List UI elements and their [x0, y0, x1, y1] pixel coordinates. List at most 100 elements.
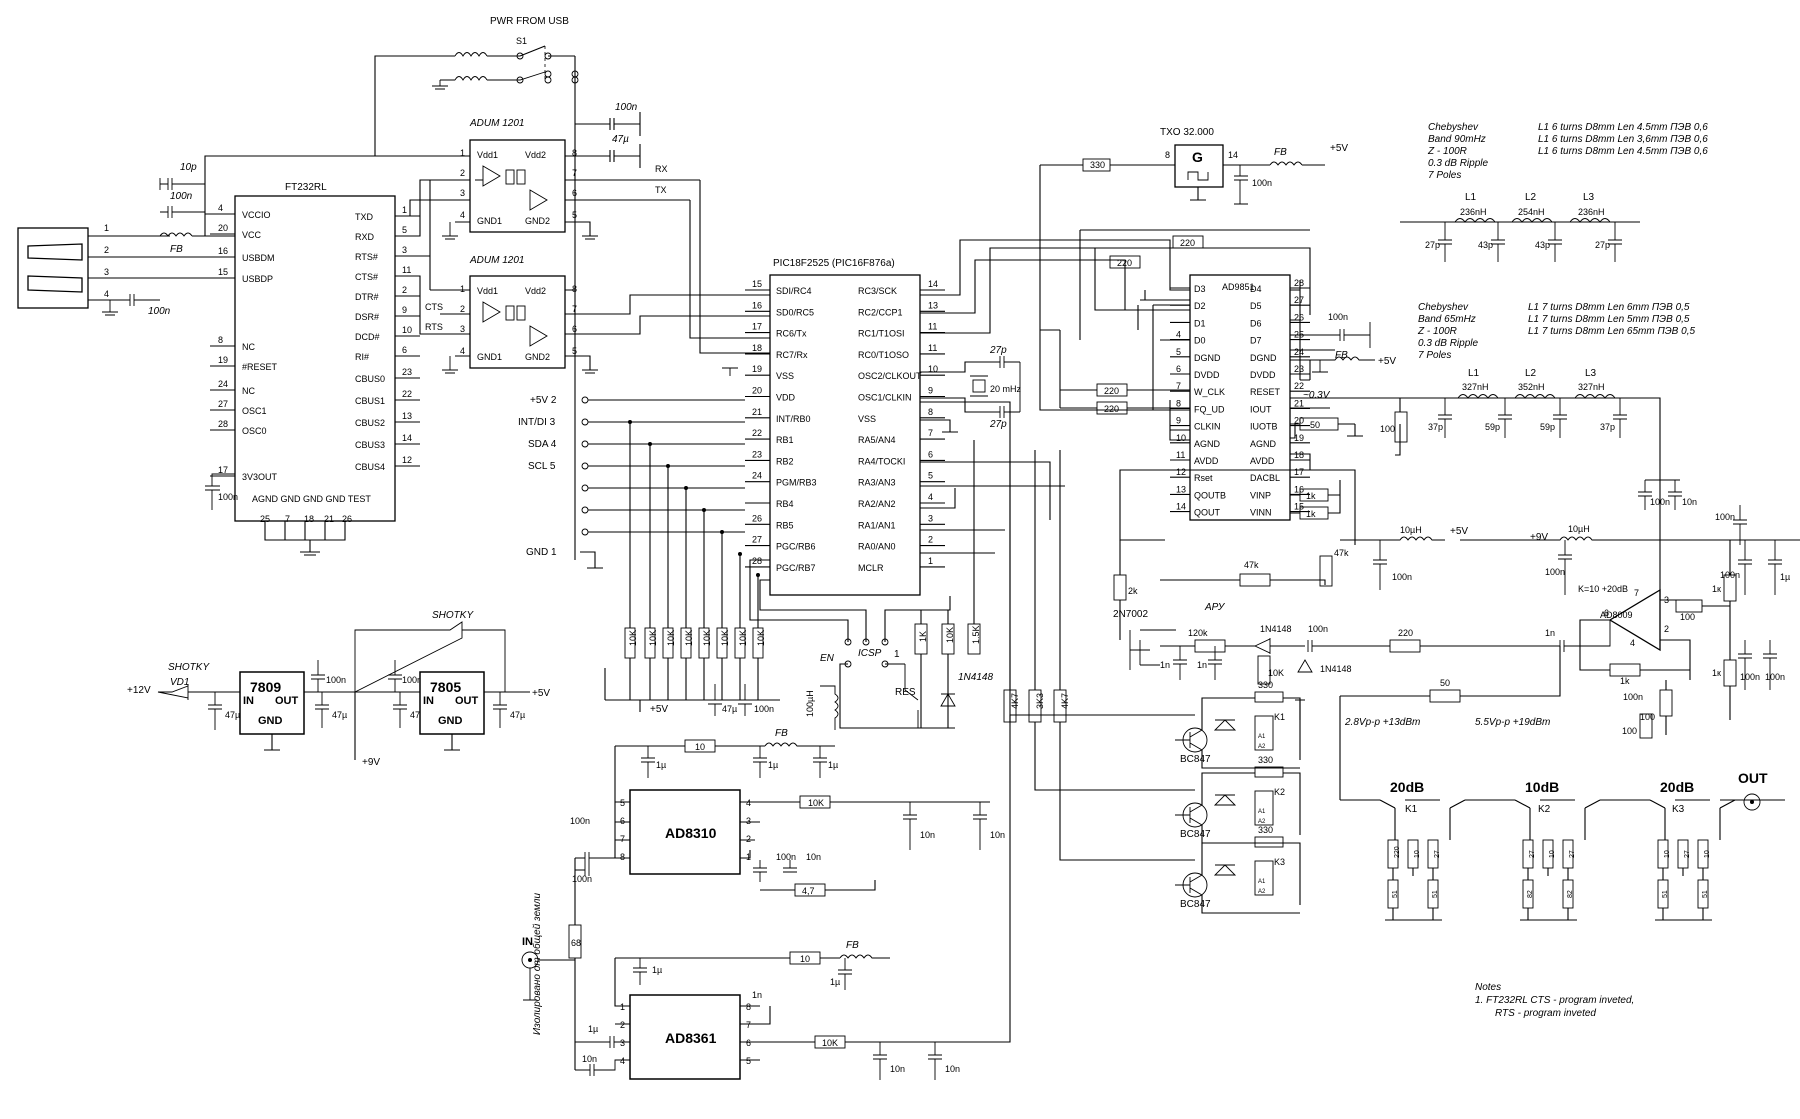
header-label-sda: SDA 4: [528, 439, 557, 450]
pic-rpin-num: 6: [928, 449, 933, 459]
ft232-rpin-name: CBUS2: [355, 418, 385, 428]
ad8310-p2: 2: [746, 834, 751, 844]
svg-text:5: 5: [572, 346, 577, 356]
pic-rpin-num: 11: [928, 322, 937, 332]
dds-lpin-num: 13: [1176, 484, 1186, 494]
f1-l3-val: 236nH: [1578, 207, 1605, 217]
relay-k-label: K3: [1274, 857, 1285, 867]
ft232-rpin-num: 9: [402, 305, 407, 315]
cap-8310-10n-a: 10n: [920, 830, 935, 840]
svg-text:7: 7: [572, 304, 577, 314]
dds-rpin-name: IUOTB: [1250, 422, 1278, 432]
v03-label: ~0.3V: [1303, 390, 1331, 401]
cap-100n-b: 100n: [170, 191, 193, 202]
pullup-resistor-label: 10K: [738, 630, 748, 646]
ft232-lpin-num: 28: [218, 419, 228, 429]
pullup-resistor-label: 10K: [720, 630, 730, 646]
dds-rpin-num: 19: [1294, 433, 1304, 443]
ft232-rpin-num: 10: [402, 325, 412, 335]
ad8009-p2: 2: [1664, 624, 1669, 634]
fb-txo: FB: [1274, 147, 1287, 158]
dds-lpin-name: DGND: [1194, 353, 1221, 363]
ft232-rpin-num: 14: [402, 433, 412, 443]
header-label-scl: SCL 5: [528, 461, 556, 472]
filter1-note: Z - 100R: [1427, 146, 1467, 157]
ft232-rpin-name: CBUS3: [355, 440, 385, 450]
reg7805-name: 7805: [430, 679, 461, 695]
cap-8310-1u-b: 1µ: [768, 760, 778, 770]
cap-ad8009-1n: 1n: [1545, 628, 1555, 638]
rf-input: IN Изолировано от общей земли: [521, 892, 575, 1035]
pic-rpin-num: 2: [928, 535, 933, 545]
ft232-lpin-name: #RESET: [242, 362, 278, 372]
ft232-rpin-num: 6: [402, 345, 407, 355]
ferrite-label: FB: [170, 244, 183, 255]
dds-lpin-name: D3: [1194, 284, 1206, 294]
dds-rpin-name: D7: [1250, 336, 1262, 346]
f2-l3-val: 327nH: [1578, 382, 1605, 392]
ad8310-p4: 4: [746, 798, 751, 808]
ad8009-amplifier: AD8009 K=10 +20dB 3 2 6 7 4 1n 1k 100 10…: [1339, 479, 1800, 800]
bc847-label: BC847: [1180, 899, 1211, 910]
cap-7809-47u: 47µ: [332, 710, 347, 720]
bc847-label: BC847: [1180, 829, 1211, 840]
header-label-int: INT/DI 3: [518, 417, 556, 428]
pic-rpin-name: OSC2/CLKOUT: [858, 371, 922, 381]
ad8361-p4: 4: [620, 1056, 625, 1066]
cap-usb-100n: 100n: [148, 306, 171, 317]
ft232-lpin-num: 24: [218, 379, 228, 389]
pullup-resistor-label: 10K: [628, 630, 638, 646]
attenuator-shunt-r: 51: [1662, 890, 1669, 898]
ft232-rpin-num: 1: [402, 205, 407, 215]
dds-lpin-name: AVDD: [1194, 456, 1219, 466]
pic-lpin-name: RB5: [776, 520, 794, 530]
dds-avdd-5v: +5V: [1450, 526, 1468, 537]
pic-rpin-num: 1: [928, 556, 933, 566]
adum-a-gnd2: GND2: [525, 216, 550, 226]
att-k3: K3: [1672, 804, 1685, 815]
f2-l1-val: 327nH: [1462, 382, 1489, 392]
cap-agc-100n: 100n: [1308, 624, 1328, 634]
cap-8361-1u-b: 1µ: [830, 977, 840, 987]
reg7805-out: OUT: [455, 695, 479, 707]
ft232-bpin-7: 7: [285, 514, 290, 524]
pic-lpin-num: 22: [752, 428, 762, 438]
pullup-resistor-label: 10K: [648, 630, 658, 646]
ad8310-p6: 6: [620, 816, 625, 826]
ft232-title: FT232RL: [285, 182, 327, 193]
reg7809-name: 7809: [250, 679, 281, 695]
dds-lpin-name: D0: [1194, 336, 1206, 346]
r-220-a: 220: [1180, 238, 1195, 248]
ft232-rpin-name: DTR#: [355, 292, 379, 302]
cap-adum-100n: 100n: [615, 102, 638, 113]
dds-lpin-num: 5: [1176, 347, 1181, 357]
f2-l1: L1: [1468, 368, 1480, 379]
icsp-label: ICSP: [858, 648, 882, 659]
ft232-rpin-name: DCD#: [355, 332, 380, 342]
cap-amp-100n-b: 100n: [1720, 570, 1740, 580]
usb-pin-1: 1: [104, 223, 109, 233]
ad8310-p7: 7: [620, 834, 625, 844]
reg7809-out: OUT: [275, 695, 299, 707]
ft232-lpin-num: 20: [218, 223, 228, 233]
pic-rpin-name: RA5/AN4: [858, 435, 896, 445]
dds-rpin-name: IOUT: [1250, 404, 1272, 414]
cap-dds-100n: 100n: [1328, 312, 1348, 322]
f2-l3: L3: [1585, 368, 1597, 379]
ft232-rpin-name: CBUS4: [355, 462, 385, 472]
dds-rpin-name: D4: [1250, 284, 1262, 294]
diode-1n4148-mclr: 1N4148: [958, 672, 993, 683]
ft232-lpin-num: 4: [218, 203, 223, 213]
relay-r330: 330: [1258, 825, 1273, 835]
relay-a1: A1: [1258, 879, 1266, 885]
vd1-label: VD1: [170, 677, 189, 688]
cap-8361-10n-a: 10n: [890, 1064, 905, 1074]
r-68: 68: [571, 938, 581, 948]
r-1k: 1K: [918, 631, 928, 642]
r-10k-mclr: 10K: [945, 627, 955, 643]
svg-text:8: 8: [572, 148, 577, 158]
cts-signal-label: CTS: [425, 302, 443, 312]
pic-rpin-name: RC0/T1OSO: [858, 350, 909, 360]
xtal-label: 20 mHz: [990, 384, 1022, 394]
r-1k-vinp: 1k: [1306, 491, 1316, 501]
